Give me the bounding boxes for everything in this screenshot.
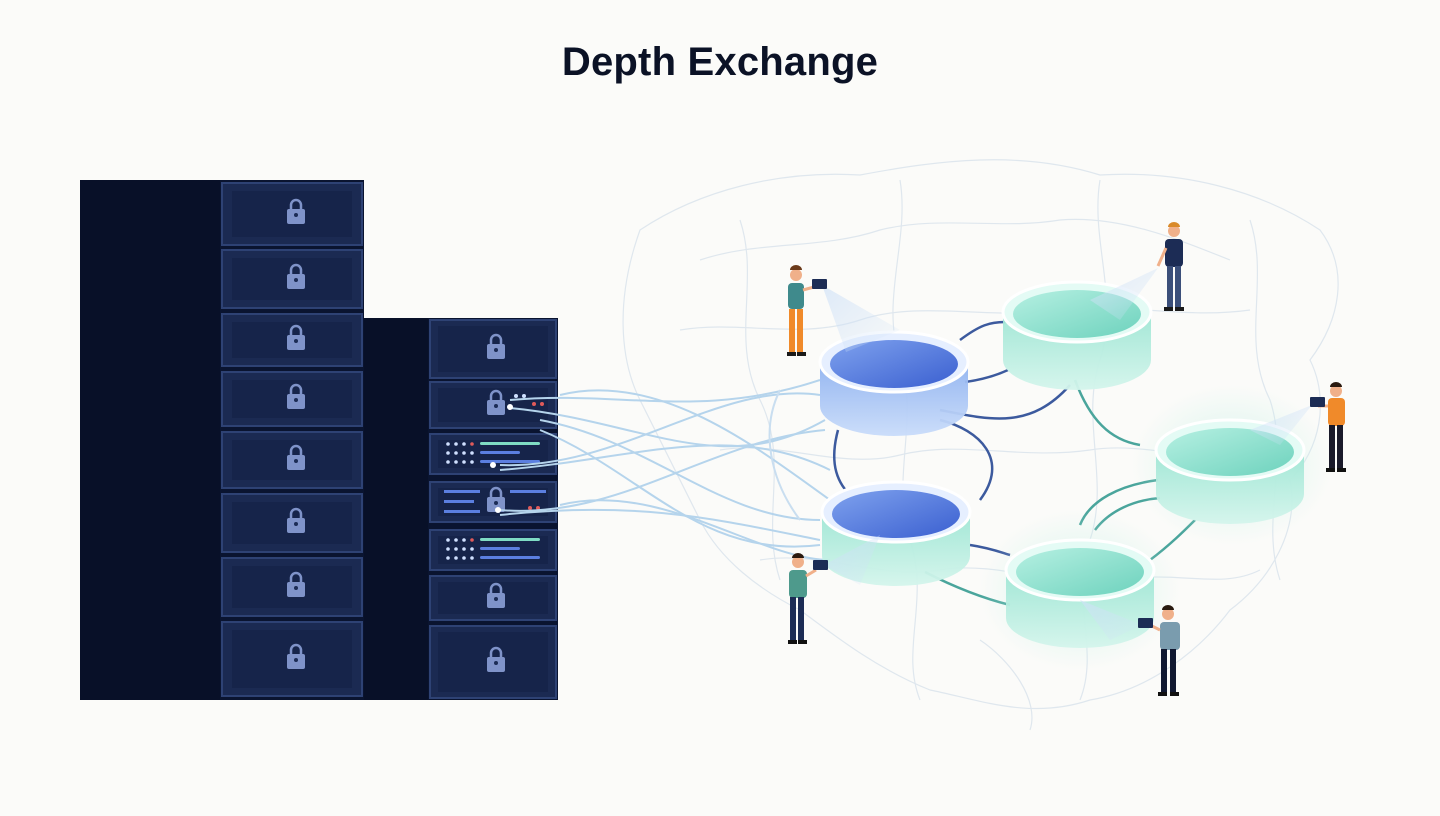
lock-icon	[487, 646, 505, 672]
lock-icon	[287, 324, 305, 350]
lock-icon	[287, 507, 305, 533]
rack-unit-active	[429, 381, 557, 429]
left-rack-units	[221, 182, 363, 697]
rack-unit-locked	[429, 625, 557, 699]
depth-pool-blue-bottom	[820, 480, 972, 586]
person-orange-shirt	[1310, 382, 1346, 472]
right-rack-units	[429, 319, 557, 699]
rack-unit-locked	[221, 431, 363, 489]
cable-endpoints	[490, 404, 513, 513]
lock-icon	[487, 582, 505, 608]
left-server-rack	[80, 180, 364, 700]
person-grey-shirt	[1138, 605, 1180, 696]
depth-pool-teal-bottom	[1004, 538, 1156, 648]
lock-icon	[287, 643, 305, 669]
page-title: Depth Exchange	[561, 40, 879, 84]
lock-icon	[287, 263, 305, 289]
person-orange-pants	[787, 265, 827, 356]
lock-icon	[287, 198, 305, 224]
right-server-rack	[364, 318, 558, 700]
projection-beams	[822, 268, 1312, 640]
rack-unit-locked	[221, 371, 363, 427]
rack-unit-locked	[429, 319, 557, 379]
data-cables	[499, 379, 831, 561]
lock-icon	[487, 389, 505, 415]
rack-unit-locked	[221, 621, 363, 697]
lock-icon	[287, 383, 305, 409]
person-dark-shirt	[1156, 222, 1184, 311]
rack-unit-locked	[221, 182, 363, 246]
person-teal-shirt	[788, 553, 828, 644]
lock-icon	[487, 333, 505, 359]
rack-unit-locked	[221, 249, 363, 309]
rack-unit-locked	[221, 493, 363, 553]
lock-icon	[487, 486, 505, 512]
lock-icon	[287, 444, 305, 470]
rack-unit-active	[429, 481, 557, 523]
lock-icon	[287, 571, 305, 597]
rack-unit-locked	[221, 557, 363, 617]
depth-pool-blue-top	[818, 330, 970, 436]
rack-unit-locked	[429, 575, 557, 621]
rack-unit-active	[429, 529, 557, 571]
rack-unit-locked	[221, 313, 363, 367]
